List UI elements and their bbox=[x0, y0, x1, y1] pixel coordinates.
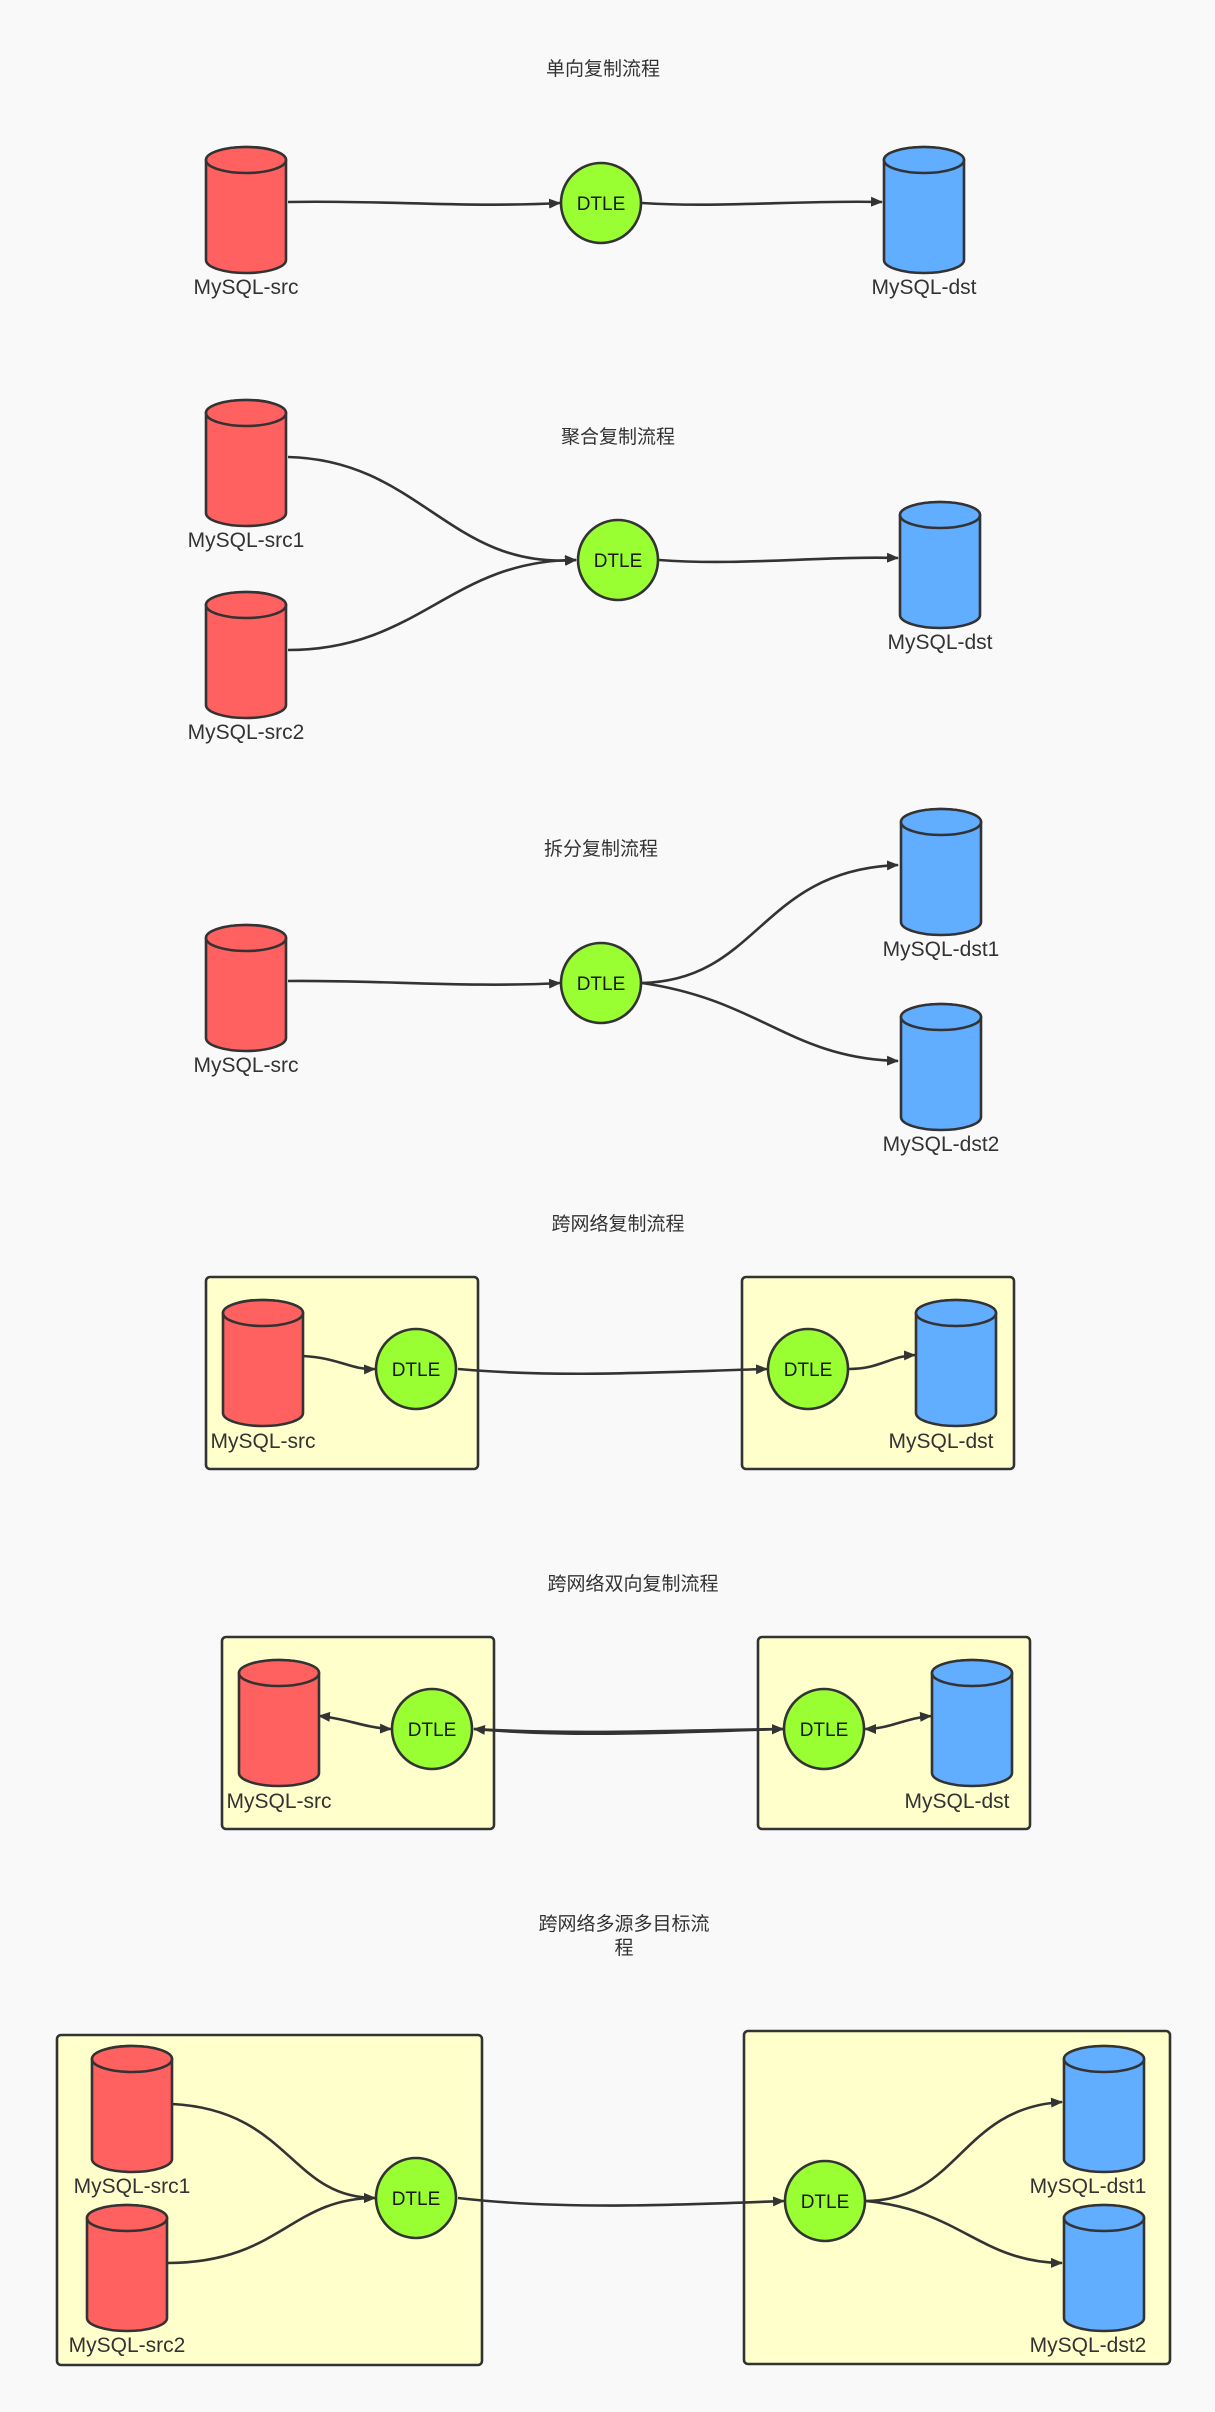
dtle-node: DTLE bbox=[390, 1687, 474, 1771]
dtle-node-label: DTLE bbox=[577, 974, 626, 995]
dtle-node-label: DTLE bbox=[784, 1360, 833, 1381]
db-label: MySQL-dst1 bbox=[883, 938, 1000, 961]
flow-arrow bbox=[171, 2102, 376, 2203]
dtle-node-label: DTLE bbox=[392, 1360, 441, 1381]
flow-arrow bbox=[318, 1711, 392, 1734]
flow-arrow bbox=[287, 455, 577, 566]
target-db-cylinder bbox=[899, 1002, 983, 1132]
source-db-cylinder bbox=[85, 2203, 169, 2333]
db-label: MySQL-src1 bbox=[188, 529, 305, 552]
flow-arrow bbox=[287, 978, 561, 989]
dtle-node: DTLE bbox=[374, 2156, 458, 2240]
db-label: MySQL-src bbox=[194, 1054, 299, 1077]
diagram-title: 单向复制流程 bbox=[546, 58, 660, 80]
db-label: MySQL-src bbox=[227, 1790, 332, 1813]
source-db-cylinder bbox=[204, 398, 288, 528]
source-db-cylinder bbox=[237, 1658, 321, 1788]
diagram-title: 拆分复制流程 bbox=[544, 838, 658, 860]
target-db-cylinder bbox=[882, 145, 966, 275]
dtle-node: DTLE bbox=[374, 1327, 458, 1411]
flow-arrow bbox=[473, 1724, 784, 1735]
flow-arrow bbox=[865, 2097, 1063, 2203]
source-db-cylinder bbox=[204, 145, 288, 275]
flow-arrow bbox=[658, 552, 899, 564]
dtle-node-label: DTLE bbox=[577, 194, 626, 215]
flow-arrow bbox=[457, 2196, 785, 2207]
dtle-node-label: DTLE bbox=[392, 2189, 441, 2210]
dtle-node: DTLE bbox=[559, 941, 643, 1025]
target-db-cylinder bbox=[1062, 2044, 1146, 2174]
db-label: MySQL-src2 bbox=[188, 721, 305, 744]
dtle-node: DTLE bbox=[576, 518, 660, 602]
source-db-cylinder bbox=[204, 923, 288, 1053]
db-label: MySQL-dst2 bbox=[1030, 2334, 1147, 2357]
db-label: MySQL-src2 bbox=[69, 2334, 186, 2357]
db-label: MySQL-src bbox=[194, 276, 299, 299]
flow-arrow bbox=[287, 555, 577, 652]
dtle-node: DTLE bbox=[559, 161, 643, 245]
target-db-cylinder bbox=[914, 1298, 998, 1428]
dtle-node: DTLE bbox=[783, 2159, 867, 2243]
db-label: MySQL-dst bbox=[887, 631, 992, 654]
db-label: MySQL-dst1 bbox=[1030, 2175, 1147, 2198]
diagram-title: 跨网络多源多目标流 bbox=[538, 1913, 709, 1935]
flow-arrow bbox=[641, 981, 899, 1066]
source-db-cylinder bbox=[204, 590, 288, 720]
edges-layer bbox=[166, 196, 1063, 2268]
dtle-node: DTLE bbox=[782, 1687, 866, 1771]
target-db-cylinder bbox=[898, 500, 982, 630]
source-db-cylinder bbox=[90, 2044, 174, 2174]
dtle-node-label: DTLE bbox=[801, 2192, 850, 2213]
diagram-title: 跨网络双向复制流程 bbox=[547, 1573, 718, 1595]
db-label: MySQL-dst2 bbox=[883, 1133, 1000, 1156]
diagram-title: 聚合复制流程 bbox=[561, 426, 675, 448]
diagram-title: 程 bbox=[614, 1937, 633, 1959]
dtle-node-label: DTLE bbox=[594, 551, 643, 572]
flow-arrow bbox=[864, 1711, 932, 1734]
db-label: MySQL-dst bbox=[904, 1790, 1009, 1813]
target-db-cylinder bbox=[899, 807, 983, 937]
diagram-title: 跨网络复制流程 bbox=[551, 1213, 684, 1235]
dtle-node: DTLE bbox=[766, 1327, 850, 1411]
db-label: MySQL-dst bbox=[888, 1430, 993, 1453]
flow-arrow bbox=[848, 1350, 916, 1371]
flow-arrow bbox=[302, 1354, 376, 1375]
flow-arrow bbox=[641, 860, 899, 985]
target-db-cylinder bbox=[930, 1658, 1014, 1788]
target-db-cylinder bbox=[1062, 2203, 1146, 2333]
flow-arrow bbox=[865, 2199, 1063, 2268]
dtle-node-label: DTLE bbox=[800, 1720, 849, 1741]
flow-arrow bbox=[166, 2193, 376, 2265]
flow-arrow bbox=[457, 1364, 768, 1376]
db-label: MySQL-src bbox=[211, 1430, 316, 1453]
source-db-cylinder bbox=[221, 1298, 305, 1428]
dtle-node-label: DTLE bbox=[408, 1720, 457, 1741]
db-label: MySQL-dst bbox=[871, 276, 976, 299]
flow-arrow bbox=[641, 196, 883, 207]
nodes-layer: DTLE DTLE DTLE DTLE DTLE DTLE DTLE DTLE DTLE bbox=[85, 145, 1146, 2333]
flow-arrow bbox=[287, 198, 561, 209]
db-label: MySQL-src1 bbox=[74, 2175, 191, 2198]
